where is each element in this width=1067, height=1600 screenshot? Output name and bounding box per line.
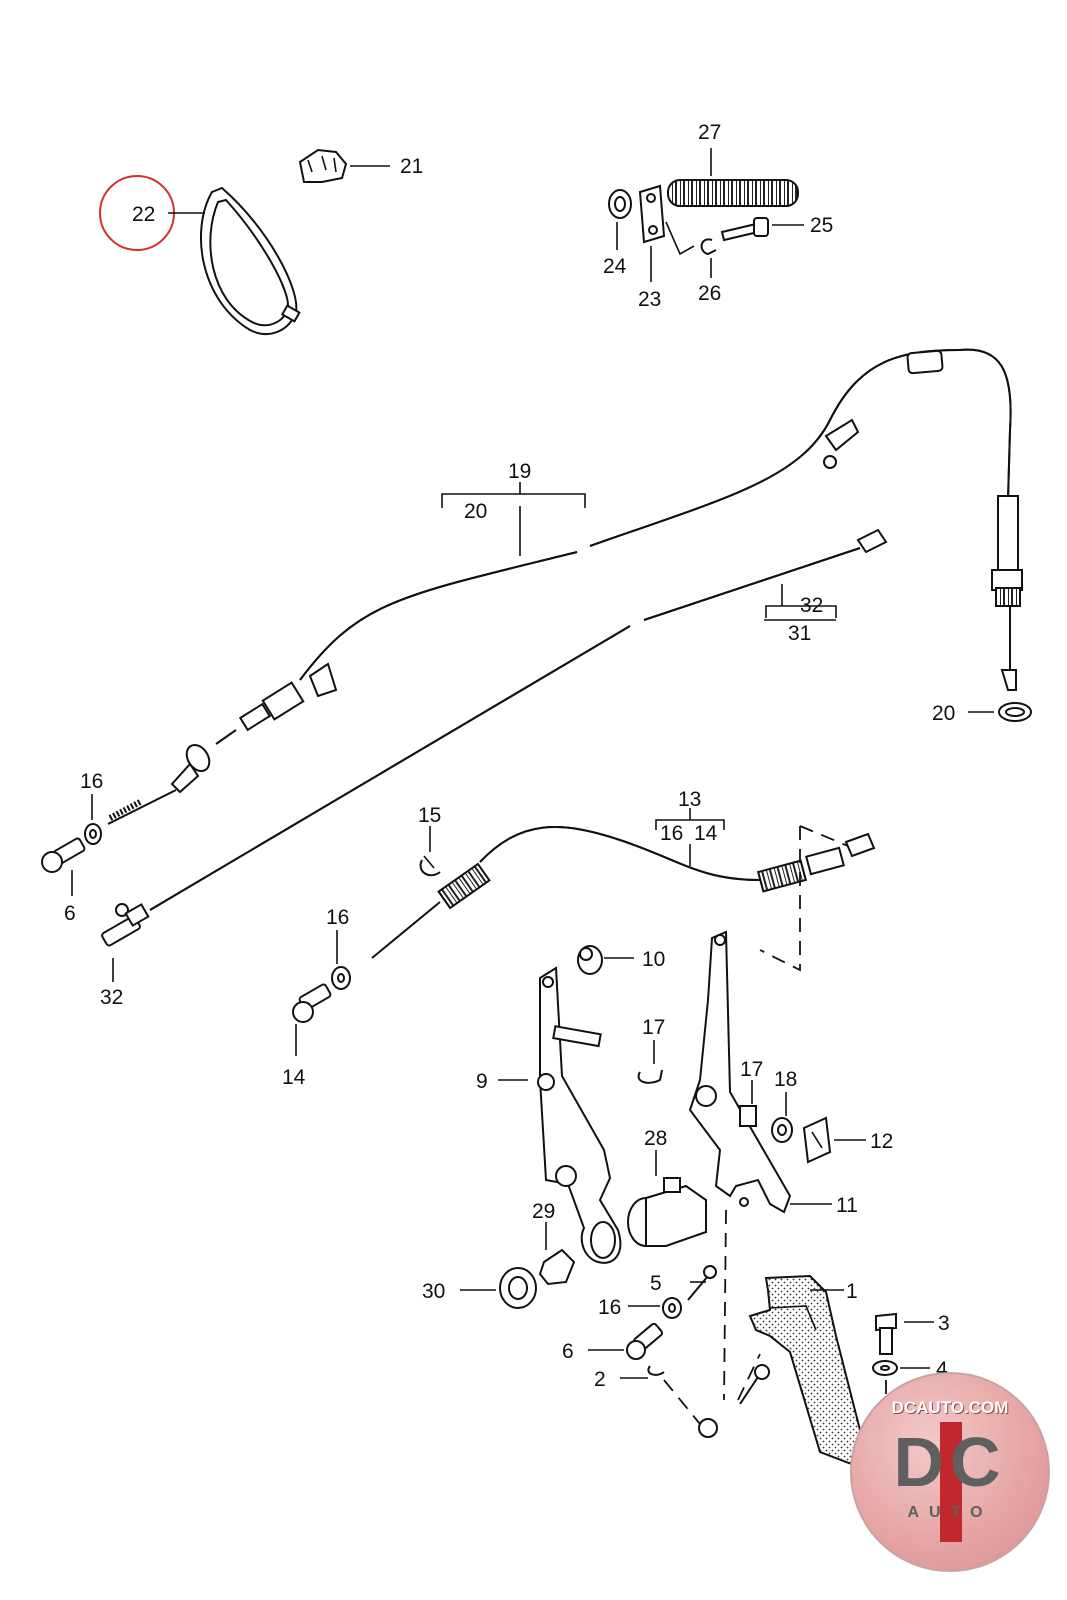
callout-28: 28 (644, 1127, 667, 1150)
boot-part-27 (667, 179, 799, 207)
bracket-part-23 (638, 184, 666, 244)
callout-6-bottom: 6 (562, 1340, 574, 1363)
callout-5: 5 (650, 1272, 662, 1295)
callout-29: 29 (532, 1200, 555, 1223)
callout-30: 30 (422, 1280, 445, 1303)
callout-19: 19 (508, 460, 531, 483)
switch-part-28 (627, 1177, 707, 1247)
callout-3: 3 (938, 1312, 950, 1335)
nut-part-24 (608, 189, 632, 219)
pin-part-17-right (739, 1105, 757, 1127)
callout-27: 27 (698, 121, 721, 144)
callout-32-top: 32 (800, 594, 823, 617)
clip-part-26 (700, 238, 717, 256)
callout-13: 13 (678, 788, 701, 811)
bushing-part-10 (577, 945, 603, 975)
callout-24: 24 (603, 255, 627, 278)
clip-part-15 (419, 855, 441, 877)
nut-part-16-top (84, 823, 102, 845)
nut-ring-part-30 (499, 1267, 537, 1309)
callout-14-bracket: 14 (694, 822, 718, 845)
callout-12: 12 (870, 1130, 893, 1153)
logo-stripe (940, 1422, 962, 1542)
pedal-stud-part (698, 1364, 770, 1438)
dcauto-logo: DCAUTO.COM DC AUTO (850, 1372, 1050, 1572)
ring-part-22 (200, 186, 301, 335)
callout-25: 25 (810, 214, 833, 237)
callout-20-right: 20 (932, 702, 955, 725)
callout-21: 21 (400, 155, 423, 178)
pedal-pad-part-1 (748, 1274, 905, 1469)
logo-mark: DC (893, 1423, 1007, 1501)
throttle-cable-19 (107, 348, 1023, 825)
spring-clip-part-12 (802, 1116, 832, 1164)
callout-16-top: 16 (80, 770, 103, 793)
callout-32-bottom: 32 (100, 986, 123, 1009)
callout-9: 9 (476, 1070, 488, 1093)
callout-6-top: 6 (64, 902, 76, 925)
bolt-part-5 (687, 1265, 717, 1301)
callout-16-mid-bracket: 16 (660, 822, 683, 845)
bolt-part-3 (875, 1312, 897, 1355)
callout-11: 11 (836, 1194, 858, 1217)
washer-part-20 (998, 702, 1032, 722)
bolt-part-25 (720, 217, 769, 242)
callout-17-left: 17 (642, 1016, 665, 1039)
callout-20-top: 20 (464, 500, 487, 523)
callout-16-bottom: 16 (598, 1296, 621, 1319)
ball-pin-part-6-bottom (626, 1322, 663, 1360)
clip-part-2 (647, 1365, 665, 1376)
callout-23: 23 (638, 288, 661, 311)
callout-1: 1 (846, 1280, 858, 1303)
rod-end-part-32 (101, 903, 150, 947)
cable-part-13 (371, 826, 876, 959)
clip-part-21 (298, 148, 348, 183)
washer-part-4 (872, 1360, 898, 1376)
callout-14-bottom: 14 (282, 1066, 306, 1089)
callout-26: 26 (698, 282, 721, 305)
callout-15: 15 (418, 804, 441, 827)
pedal-bracket-part-9 (537, 966, 622, 1264)
callout-18: 18 (774, 1068, 797, 1091)
callout-10: 10 (642, 948, 665, 971)
logo-word: AUTO (907, 1504, 993, 1521)
washer-part-18 (771, 1117, 793, 1143)
ball-pin-part-6-top (41, 837, 86, 873)
callout-16-mid: 16 (326, 906, 349, 929)
callout-17-right: 17 (740, 1058, 763, 1081)
logo-site-text: DCAUTO.COM (891, 1398, 1009, 1417)
gasket-part-29 (538, 1248, 576, 1286)
clip-part-17-left (637, 1069, 663, 1084)
ball-pin-part-14 (292, 983, 332, 1023)
nut-part-16-mid (331, 966, 351, 990)
callout-2: 2 (594, 1368, 606, 1391)
callout-31: 31 (788, 622, 811, 645)
callout-22: 22 (132, 203, 155, 226)
rod-part-31 (149, 528, 888, 911)
nut-part-16-bottom (662, 1297, 682, 1319)
